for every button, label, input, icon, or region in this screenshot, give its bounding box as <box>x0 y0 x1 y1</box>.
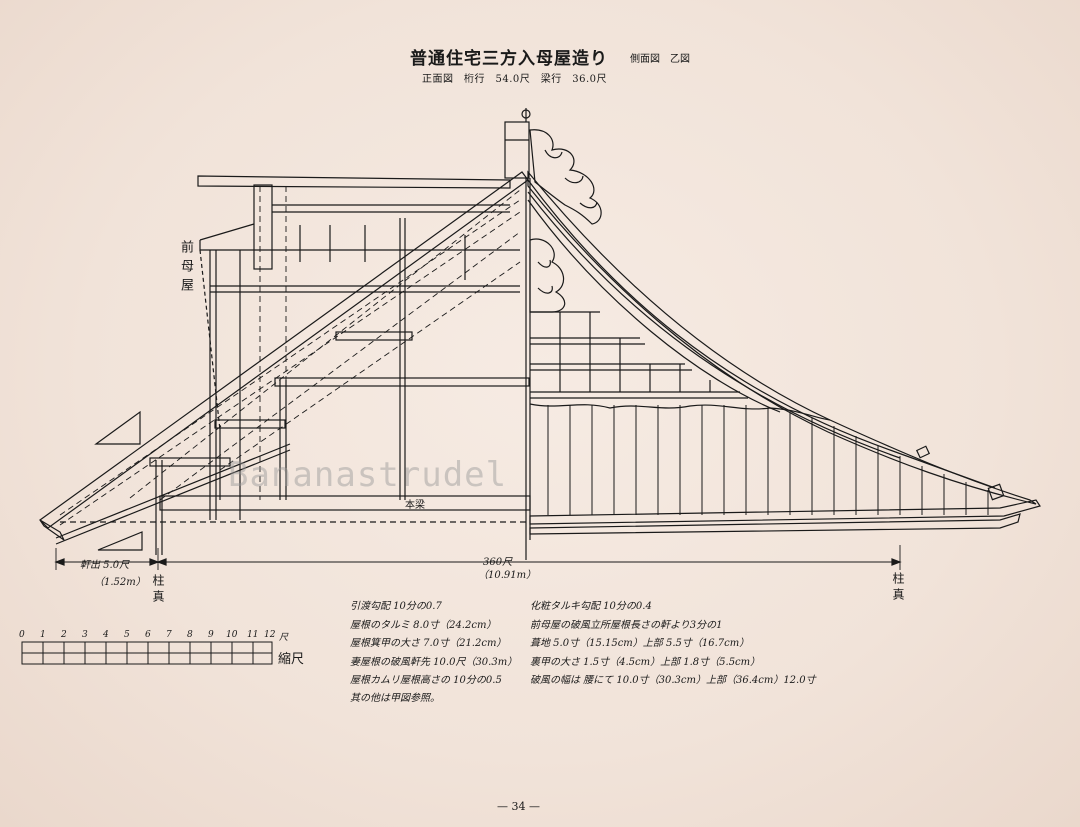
right-roof-slope <box>527 170 1037 505</box>
note-left: 屋根カムリ屋根高さの 10分の0.5 <box>350 675 502 686</box>
pitch-triangle-upper <box>94 410 141 445</box>
scale-tick: 2 <box>61 630 67 640</box>
gable-ornament <box>529 238 566 313</box>
drawing-subtitle: 正面図 桁行 54.0尺 梁行 36.0尺 <box>422 74 608 85</box>
note-left: 妻屋根の破風軒先 10.0尺（30.3m） <box>350 657 518 668</box>
drawing-title: 普通住宅三方入母屋造り <box>410 49 608 69</box>
scale-tick: 6 <box>145 630 151 640</box>
ridge-ornament <box>529 129 602 225</box>
note-left: 其の他は甲図参照。 <box>350 693 440 704</box>
watermark: Bananastrudel <box>228 455 508 495</box>
note-right: 葺地 5.0寸（15.15cm）上部 5.5寸（16.7cm） <box>530 638 750 649</box>
eave-projection-label: 軒出 5.0尺 <box>80 560 130 571</box>
pillar-center-left: 柱真 <box>151 574 165 606</box>
pitch-triangle-lower <box>97 531 143 551</box>
main-beam-label: 本梁 <box>405 500 425 511</box>
scale-label: 縮尺 <box>278 652 305 667</box>
scale-tick: 1 <box>40 630 46 640</box>
scale-tick: 7 <box>166 630 172 640</box>
scale-tick: 0 <box>19 630 25 640</box>
note-right: 破風の幅は 腰にて 10.0寸（30.3cm）上部（36.4cm）12.0寸 <box>530 675 816 686</box>
king-post <box>253 184 273 270</box>
note-right: 前母屋の破風立所屋根長さの軒より3分の1 <box>530 620 723 631</box>
view-label: 側面図 乙図 <box>630 54 690 65</box>
span-metric: （10.91m） <box>478 570 537 581</box>
wall-boards-top <box>529 403 831 421</box>
scale-tick: 10 <box>226 630 238 640</box>
scale-tick: 9 <box>208 630 214 640</box>
scale-tick: 8 <box>187 630 193 640</box>
front-wing-label: 前母屋 <box>178 240 193 297</box>
note-right: 化粧タルキ勾配 10分の0.4 <box>530 601 652 612</box>
note-right: 裏甲の大さ 1.5寸（4.5cm）上部 1.8寸（5.5cm） <box>530 657 761 668</box>
scale-tick: 11 <box>247 630 259 640</box>
note-left: 屋根のタルミ 8.0寸（24.2cm） <box>350 620 497 631</box>
pillar-center-right: 柱真 <box>891 572 905 604</box>
scale-tick: 4 <box>103 630 109 640</box>
span-label: 360尺 <box>483 557 513 568</box>
scale-tick: 3 <box>82 630 88 640</box>
note-left: 引渡勾配 10分の0.7 <box>350 601 442 612</box>
note-left: 屋根箕甲の大さ 7.0寸（21.2cm） <box>350 638 507 649</box>
page-number: — 34 — <box>497 800 540 813</box>
eave-line <box>529 499 1041 525</box>
scale-tick: 12 <box>264 630 276 640</box>
finial-knob <box>521 109 531 119</box>
eave-projection-metric: （1.52m） <box>94 577 146 588</box>
upper-tie-beam <box>197 175 511 189</box>
scale-tick: 5 <box>124 630 130 640</box>
scale-unit: 尺 <box>279 633 289 643</box>
wall-boards <box>547 405 989 515</box>
ridge-post <box>504 121 530 179</box>
scale-bar <box>21 641 273 665</box>
